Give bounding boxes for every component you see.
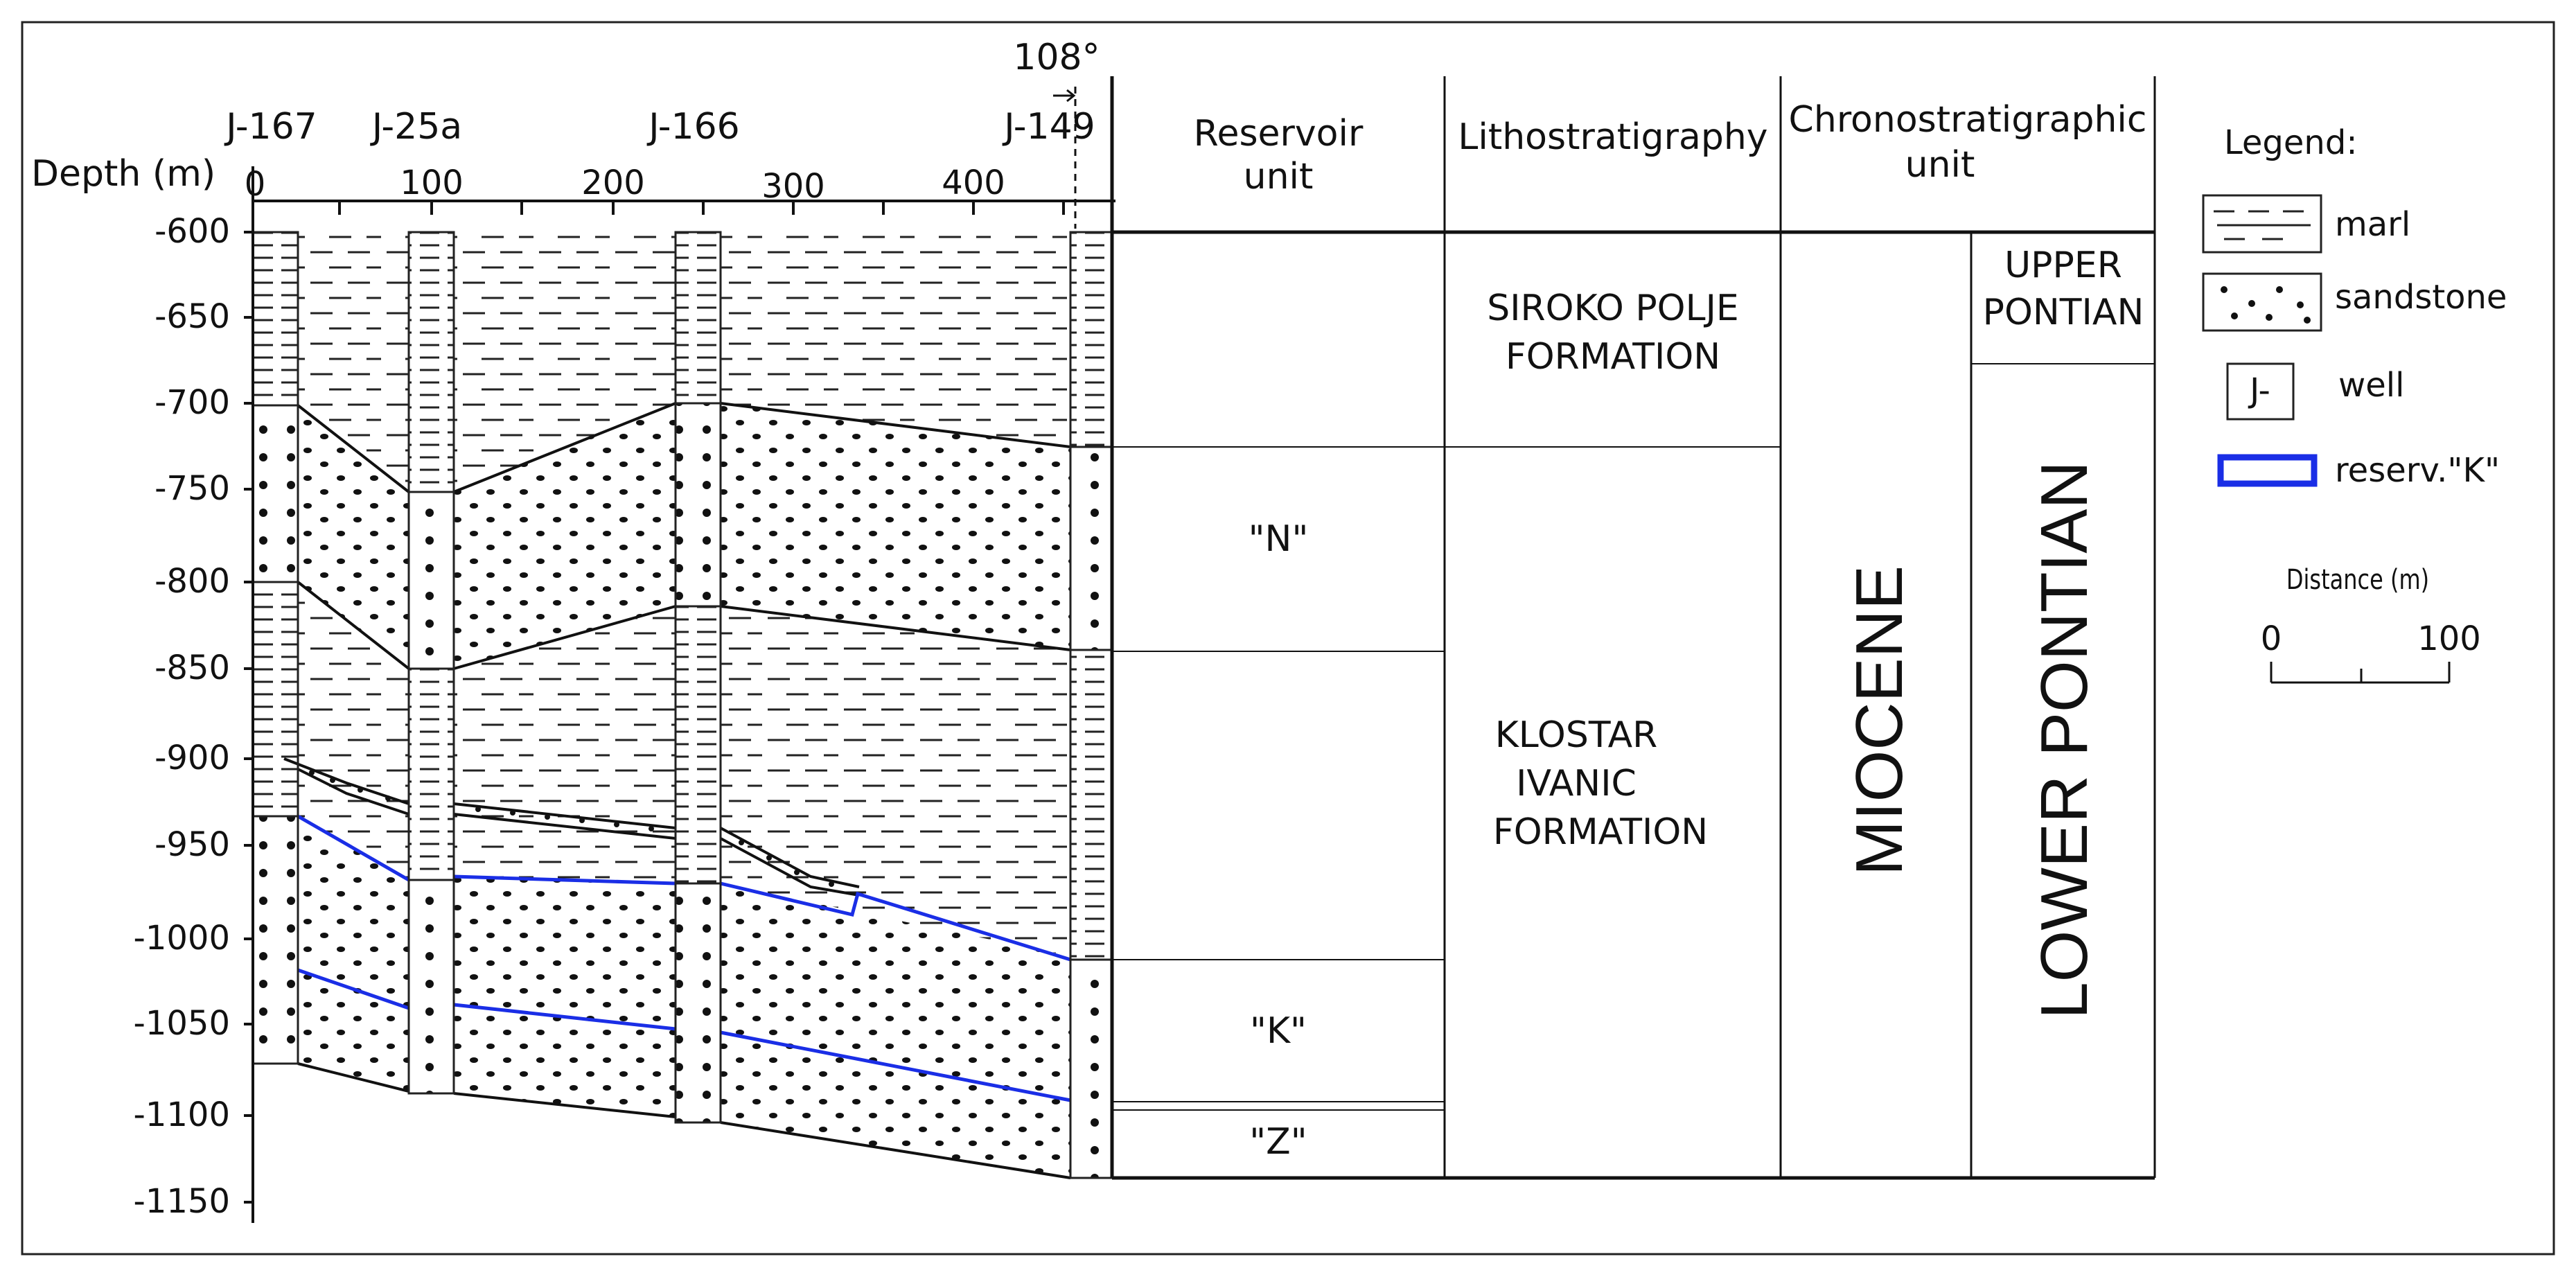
lower-stage-label: LOWER PONTIAN (2027, 461, 2101, 1019)
well-column (252, 581, 299, 818)
distance-tick: 0 (245, 165, 266, 204)
marl-body (721, 232, 1070, 447)
upper-stage-label: PONTIAN (1983, 292, 2144, 333)
well-column (407, 491, 455, 670)
scale-title: Distance (m) (2286, 563, 2429, 595)
well-label: J-166 (646, 106, 740, 148)
distance-tick: 100 (400, 164, 464, 202)
wells (252, 231, 1113, 1179)
reservoir-header: Reservoir (1194, 113, 1364, 155)
well-column (407, 667, 455, 881)
depth-tick: -950 (155, 825, 230, 864)
formation-klostar: KLOSTAR (1495, 714, 1658, 756)
stratigraphy-table (1110, 76, 2156, 1180)
formation-klostar: IVANIC (1516, 763, 1637, 804)
sandstone-body (721, 403, 1070, 650)
depth-tick: -700 (155, 383, 230, 422)
well-column (674, 605, 722, 885)
well-label: J-25a (370, 106, 462, 148)
legend: Legend: marl sandstone J- well reserv."K… (2202, 123, 2507, 684)
reservoir-swatch (2217, 454, 2318, 487)
formation-siroko: SIROKO POLJE (1487, 288, 1739, 329)
chrono-header: Chronostratigraphic (1789, 99, 2147, 141)
distance-tick: 300 (761, 167, 825, 206)
well-swatch (2226, 362, 2295, 421)
well-column (1069, 958, 1113, 1179)
epoch-label: MIOCENE (1842, 565, 1916, 876)
scale-tick: 100 (2417, 619, 2481, 658)
depth-tick: -850 (155, 649, 230, 687)
marl-body (454, 606, 676, 883)
depth-tick: -900 (155, 739, 230, 777)
chrono-header: unit (1905, 144, 1975, 186)
upper-stage-label: UPPER (2004, 245, 2122, 286)
legend-label: reserv."K" (2335, 451, 2500, 490)
depth-tick: -1150 (134, 1182, 230, 1221)
well-column (1069, 446, 1113, 651)
marl-body (454, 232, 676, 492)
distance-tick: 400 (942, 164, 1005, 202)
formation-siroko: FORMATION (1506, 336, 1720, 378)
sandstone-body (454, 403, 676, 669)
reservoir-unit-k: "K" (1250, 1010, 1307, 1052)
well-column (407, 231, 455, 493)
depth-tick: -1100 (134, 1095, 230, 1134)
depth-tick: -750 (155, 469, 230, 508)
well-column (1069, 649, 1113, 961)
legend-label: sandstone (2335, 278, 2507, 317)
reservoir-unit-z: "Z" (1249, 1121, 1307, 1163)
well-column (252, 404, 299, 583)
marl-swatch (2202, 194, 2322, 254)
formation-klostar: FORMATION (1493, 811, 1708, 853)
reservoir-k-outline (297, 814, 1071, 1102)
well-column (674, 402, 722, 608)
legend-title: Legend: (2224, 123, 2358, 162)
sandstone-body (721, 883, 1070, 1098)
well-column (674, 231, 722, 405)
reservoir-header: unit (1244, 156, 1314, 197)
depth-tick: -1000 (134, 919, 230, 958)
figure-frame (21, 21, 2555, 1256)
depth-axis-label: Depth (m) (31, 153, 215, 195)
depth-tick: -600 (155, 212, 230, 251)
legend-label: well (2338, 366, 2404, 405)
well-label: J-149 (1002, 106, 1095, 148)
distance-tick: 200 (581, 164, 645, 202)
distance-axis: Depth (m) 0 100 200 300 400 J-167 J-25a … (31, 37, 1115, 229)
azimuth-arrow-icon (1053, 87, 1077, 229)
sandstone-body (454, 877, 676, 1029)
sandstone-swatch (2202, 272, 2322, 332)
depth-axis: -600 -650 -700 -750 -800 -850 -900 -950 … (134, 166, 254, 1223)
lithology-bodies (283, 232, 1071, 1179)
depth-tick: -1050 (134, 1004, 230, 1043)
scale-bar (2270, 662, 2451, 684)
depth-tick: -800 (155, 562, 230, 601)
depth-tick: -650 (155, 297, 230, 336)
well-column (1069, 231, 1113, 448)
well-swatch-symbol: J- (2248, 371, 2270, 410)
well-column (407, 879, 455, 1095)
litho-header: Lithostratigraphy (1458, 116, 1767, 158)
marl-body (721, 606, 1070, 956)
legend-label: marl (2335, 205, 2410, 244)
well-column (252, 231, 299, 407)
sandstone-body (454, 1005, 676, 1117)
scale-tick: 0 (2261, 619, 2282, 658)
well-column (252, 815, 299, 1065)
sandstone-body (721, 1032, 1070, 1178)
reservoir-unit-n: "N" (1249, 518, 1309, 560)
well-label: J-167 (224, 106, 317, 148)
marker-bed (283, 757, 860, 897)
azimuth-label: 108° (1013, 37, 1100, 78)
well-column (674, 882, 722, 1124)
